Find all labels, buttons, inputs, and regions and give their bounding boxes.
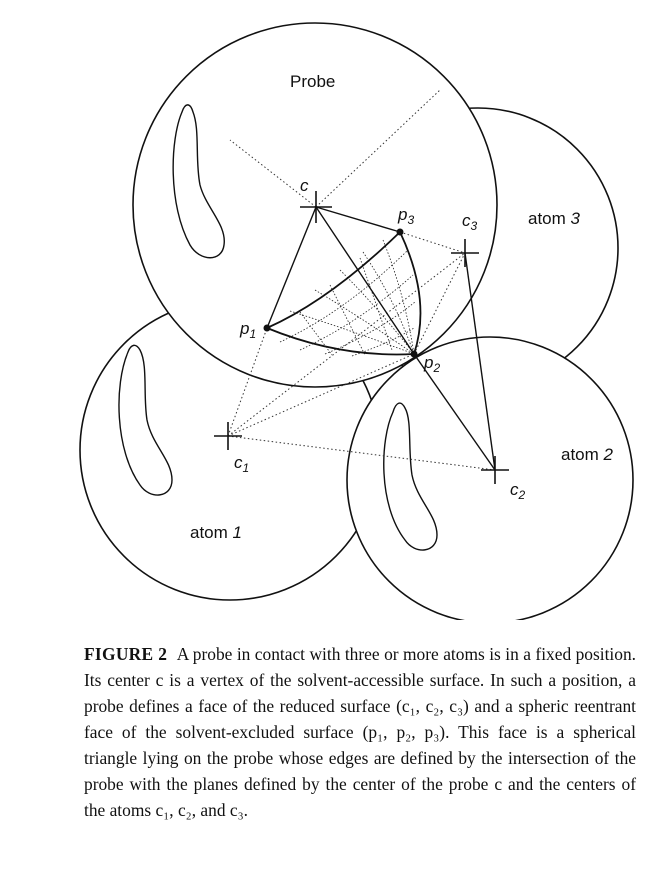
center-markers (214, 191, 509, 484)
atom-3-center-cross (451, 239, 479, 267)
p2-label: p2 (423, 353, 440, 375)
atom-3-label: atom 3 (528, 209, 581, 228)
c2-label: c2 (510, 480, 526, 502)
probe-kidney-shape (172, 104, 225, 259)
atom-1-center-cross (214, 422, 242, 450)
probe-circle (132, 22, 498, 388)
atom-2-kidney-shape (383, 402, 438, 551)
figure-caption: FIGURE 2 A probe in contact with three o… (84, 641, 636, 823)
p2-point (410, 350, 418, 358)
probe-center-cross (300, 191, 332, 223)
caption-label: FIGURE 2 (84, 644, 168, 664)
c1-label: c1 (234, 453, 249, 475)
atom-2-center-cross (481, 456, 509, 484)
atom-2-circle (346, 336, 634, 620)
c3-label: c3 (462, 211, 478, 233)
c-label: c (300, 176, 309, 195)
spherical-triangle-edges (264, 230, 422, 356)
dotted-construction-lines (227, 89, 496, 471)
probe-label: Probe (290, 72, 335, 91)
p3-label: p3 (397, 205, 414, 227)
p1-label: p1 (239, 319, 256, 341)
p1-point (263, 324, 271, 332)
caption-text: A probe in contact with three or more at… (84, 644, 637, 820)
atom-1-kidney-shape (118, 344, 173, 496)
probe-atoms-diagram: Probe atom 3 atom 2 atom 1 c c1 c2 c3 p1… (79, 22, 634, 620)
p3-point (396, 228, 404, 236)
atom-2-label: atom 2 (561, 445, 614, 464)
atom-1-label: atom 1 (190, 523, 242, 542)
solid-construction-lines (266, 206, 496, 471)
